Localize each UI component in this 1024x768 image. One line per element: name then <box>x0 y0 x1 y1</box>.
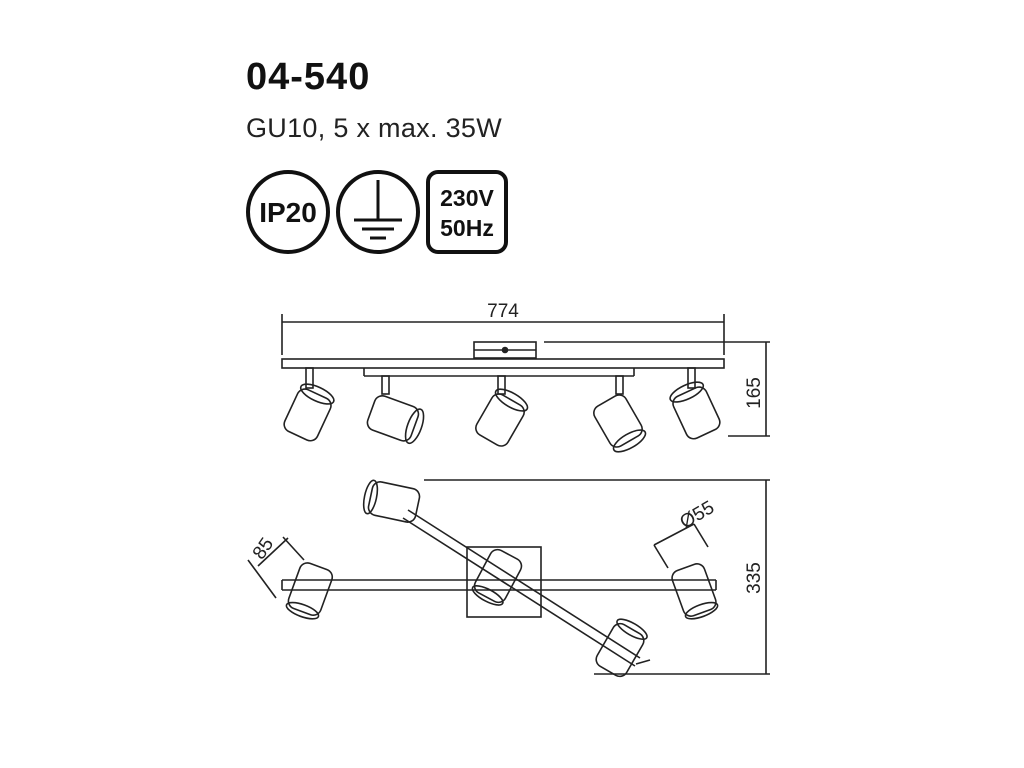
spot-length-label: 85 <box>249 534 278 563</box>
width-dimension-label: 774 <box>487 301 519 322</box>
top-view <box>247 479 770 678</box>
voltage-badge: 230V 50Hz <box>426 170 508 254</box>
side-view <box>281 314 770 453</box>
product-code: 04-540 <box>246 56 371 98</box>
product-spec: GU10, 5 x max. 35W <box>246 113 502 143</box>
protective-earth-icon <box>336 170 420 254</box>
frequency-label: 50Hz <box>440 215 494 241</box>
height-dimension-label: 165 <box>744 377 765 409</box>
ip-rating-label: IP20 <box>259 197 317 228</box>
ip-rating-badge: IP20 <box>246 170 330 254</box>
voltage-label: 230V <box>440 185 494 211</box>
depth-dimension-label: 335 <box>744 562 765 594</box>
